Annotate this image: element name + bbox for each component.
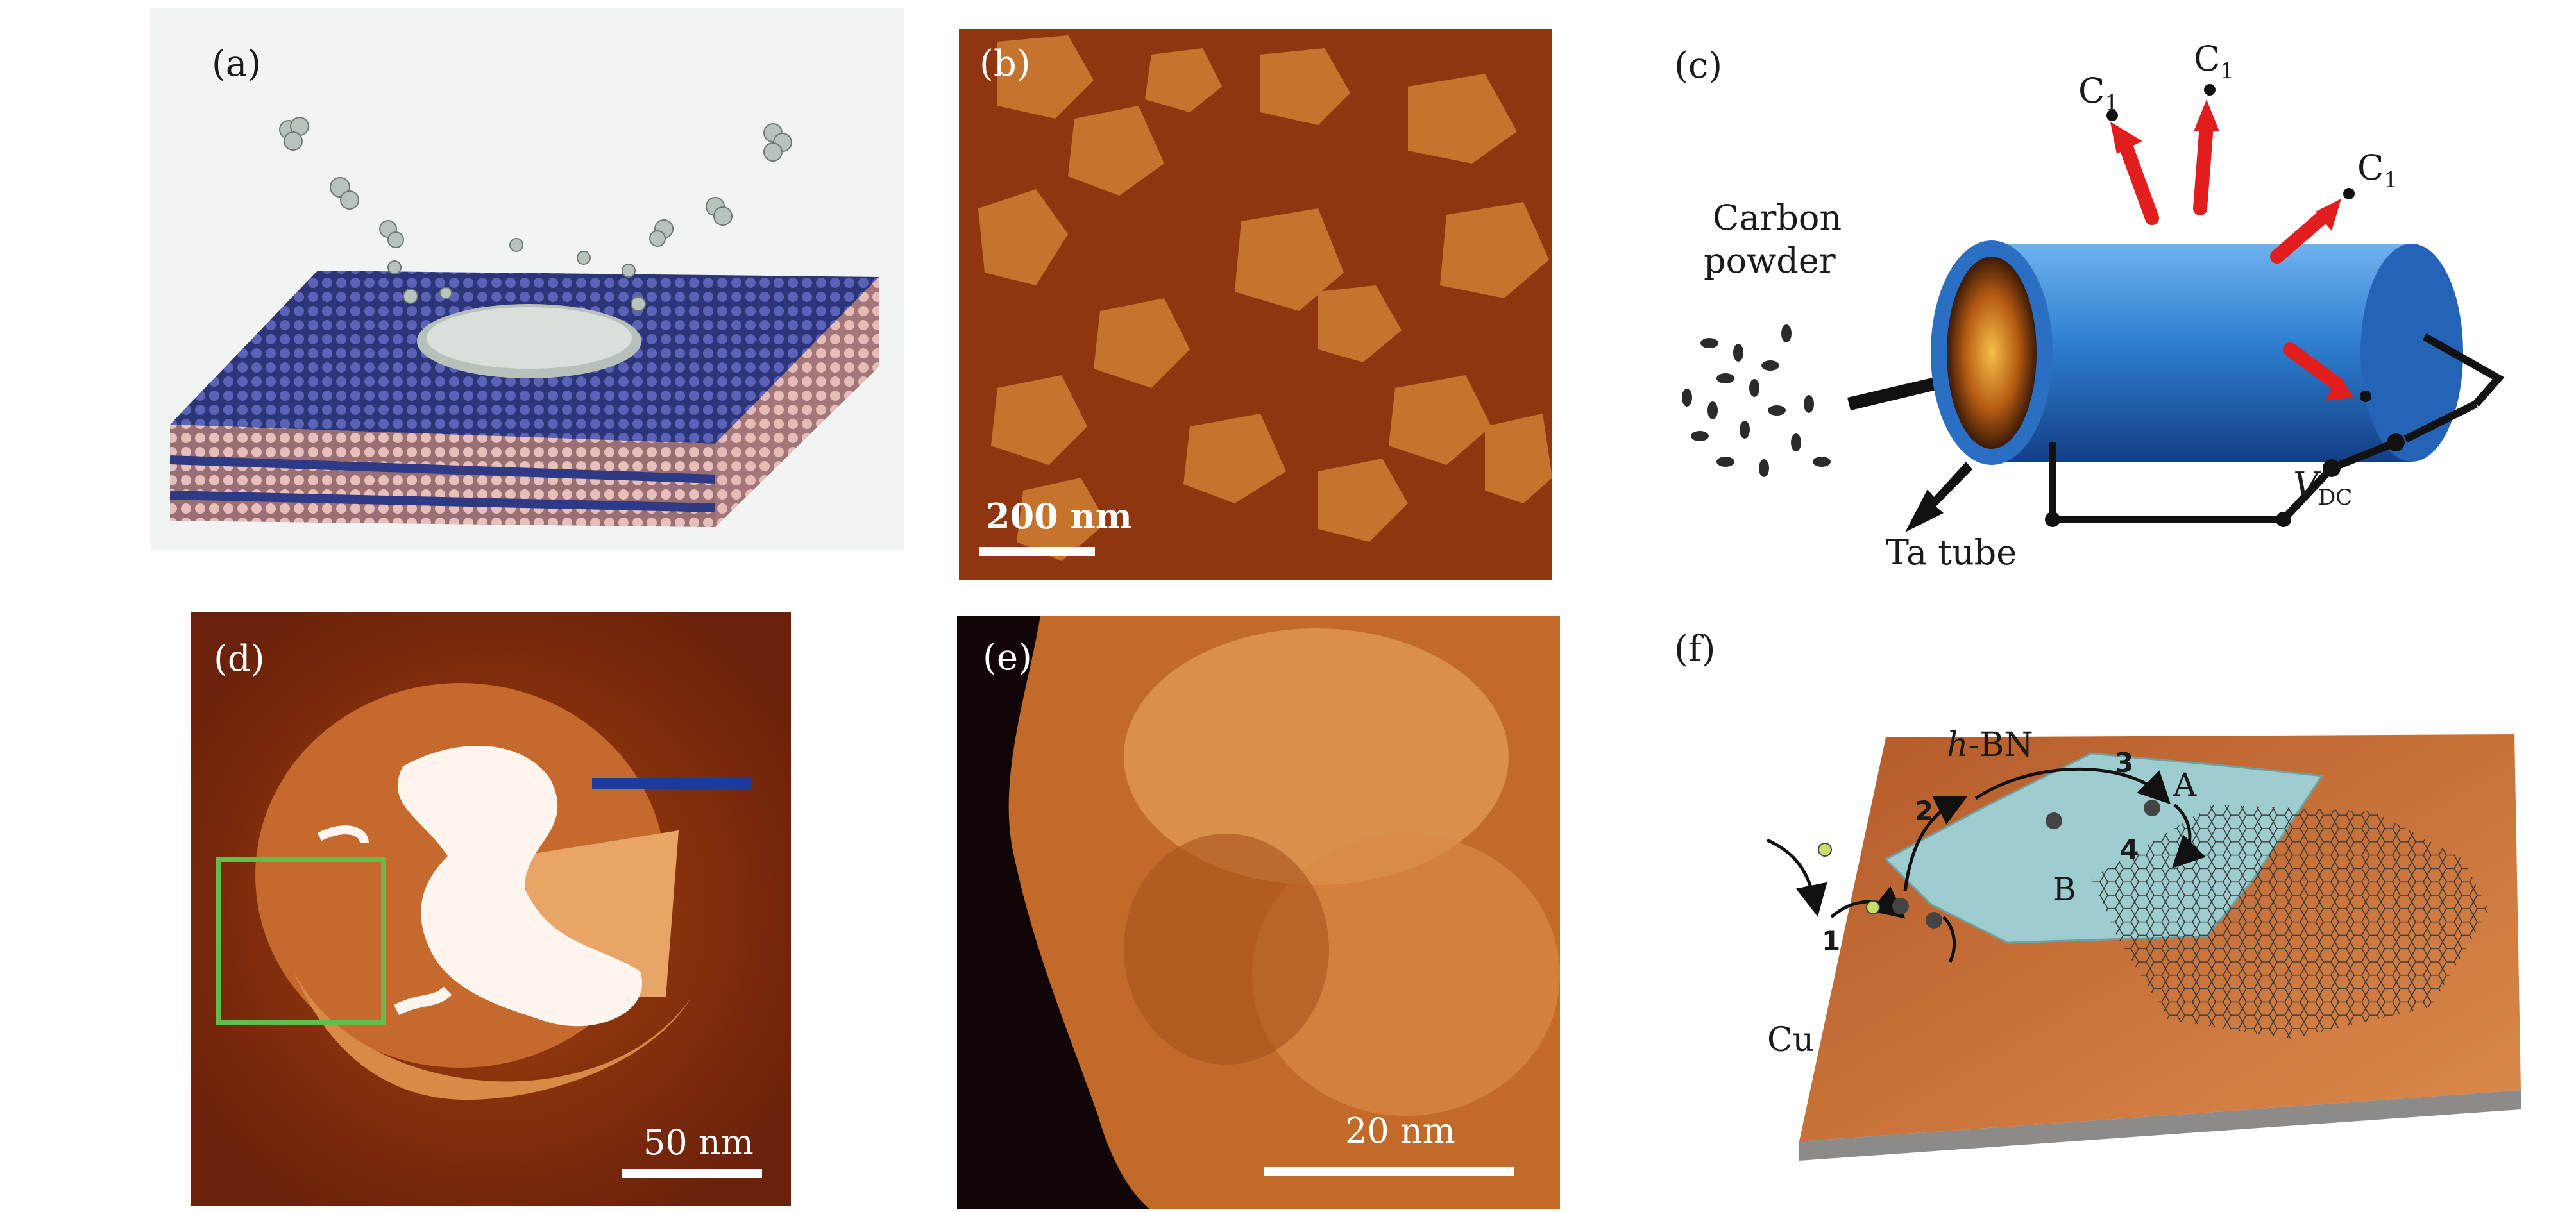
panel-e-scale-bar: [1264, 1167, 1514, 1176]
hbn-label: h-BN: [1947, 726, 2033, 764]
panel-e-scale-label: 20 nm: [1345, 1111, 1455, 1151]
panel-b-scale-bar: [979, 547, 1095, 556]
panel-a-label: (a): [212, 43, 262, 85]
panel-c-diagram: [1682, 84, 2505, 532]
panel-d-scale-label: 50 nm: [643, 1122, 754, 1163]
panel-c: (c) Carbon powder C1 C1 C1 Ta tube VDC: [1642, 19, 2553, 596]
panel-e-label: (e): [983, 637, 1032, 678]
c1-label-3: C1: [2357, 147, 2398, 193]
panel-a-illustration: [169, 117, 879, 527]
ta-tube-label: Ta tube: [1886, 532, 2017, 573]
panel-b-stm-image: [959, 29, 1552, 580]
step-3-label: 3: [2115, 747, 2134, 779]
panel-d-label: (d): [214, 638, 265, 680]
panel-c-label: (c): [1674, 45, 1723, 87]
panel-d-scale-bar: [622, 1169, 762, 1178]
panel-b-label: (b): [979, 43, 1031, 85]
panel-e: (e) 20 nm: [957, 616, 1560, 1209]
region-b-label: B: [2053, 871, 2076, 908]
region-a-label: A: [2173, 766, 2197, 804]
c1-label-2: C1: [2194, 38, 2234, 84]
vdc-label: VDC: [2293, 465, 2353, 510]
carbon-label-line1: Carbon: [1713, 198, 1842, 238]
panel-f-label: (f): [1674, 628, 1716, 670]
panel-b-scale-label: 200 nm: [986, 496, 1132, 537]
step-2-label: 2: [1915, 795, 1934, 827]
carbon-label-line2: powder: [1704, 240, 1836, 281]
c1-label-1: C1: [2078, 71, 2119, 116]
panel-a: (a): [151, 8, 904, 550]
panel-e-stm-image: [957, 616, 1560, 1209]
panel-b: (b) 200 nm: [959, 29, 1552, 580]
panel-d-stm-image: [191, 612, 791, 1206]
panel-f-diagram: [1766, 734, 2521, 1161]
step-1-label: 1: [1822, 925, 1841, 957]
panel-d: (d) 50 nm: [191, 612, 791, 1206]
panel-f: (f) h-BN 1 2 3 4 A B Cu: [1642, 628, 2553, 1206]
step-4-label: 4: [2120, 834, 2139, 865]
cu-label: Cu: [1767, 1021, 1815, 1059]
